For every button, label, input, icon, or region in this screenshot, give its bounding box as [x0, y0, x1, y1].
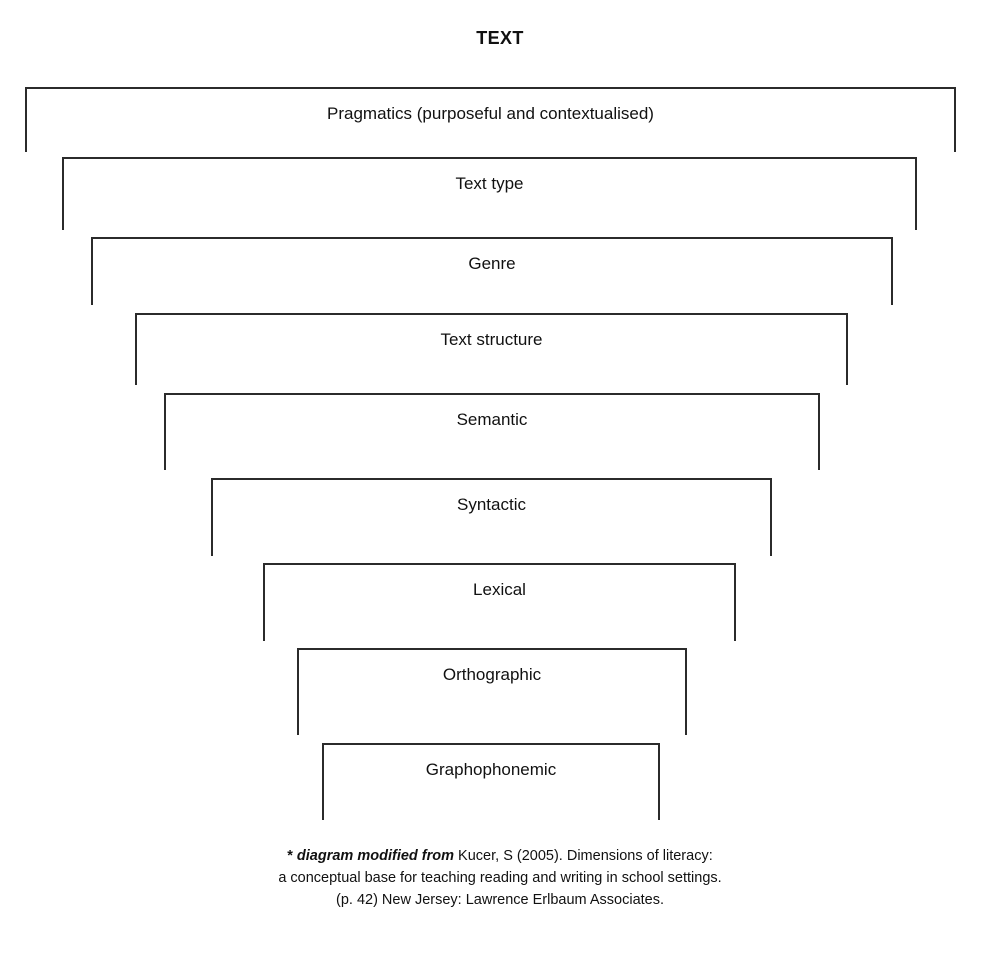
level-bracket: Syntactic [211, 478, 772, 556]
level-label: Text structure [440, 330, 543, 349]
level-label: Graphophonemic [425, 760, 557, 779]
level-label: Syntactic [457, 495, 526, 514]
level-label: Pragmatics (purposeful and contextualise… [327, 104, 654, 123]
level-label: Lexical [473, 580, 526, 599]
level-bracket: Graphophonemic [322, 743, 660, 820]
level-bracket: Text type [62, 157, 917, 230]
level-bracket: Semantic [164, 393, 820, 470]
level-bracket: Text structure [135, 313, 848, 385]
bracket-hierarchy: Pragmatics (purposeful and contextualise… [25, 87, 956, 820]
level-label: Semantic [456, 410, 528, 429]
caption-line-1-rest: Kucer, S (2005). Dimensions of literacy: [454, 848, 713, 864]
caption-line-2: a conceptual base for teaching reading a… [278, 870, 722, 886]
page-title: TEXT [476, 28, 524, 48]
level-bracket: Orthographic [297, 648, 687, 735]
caption-line-3: (p. 42) New Jersey: Lawrence Erlbaum Ass… [336, 892, 664, 908]
level-label: Orthographic [442, 665, 542, 684]
level-bracket: Genre [91, 237, 893, 305]
level-bracket: Pragmatics (purposeful and contextualise… [25, 87, 956, 152]
caption-emphasis: diagram modified from [296, 848, 455, 864]
source-caption: * diagram modified from Kucer, S (2005).… [0, 845, 1000, 911]
caption-asterisk: * [287, 848, 297, 864]
level-label: Genre [468, 254, 516, 273]
level-bracket: Lexical [263, 563, 736, 641]
level-label: Text type [455, 174, 524, 193]
caption-line-1: * diagram modified from Kucer, S (2005).… [0, 845, 1000, 867]
